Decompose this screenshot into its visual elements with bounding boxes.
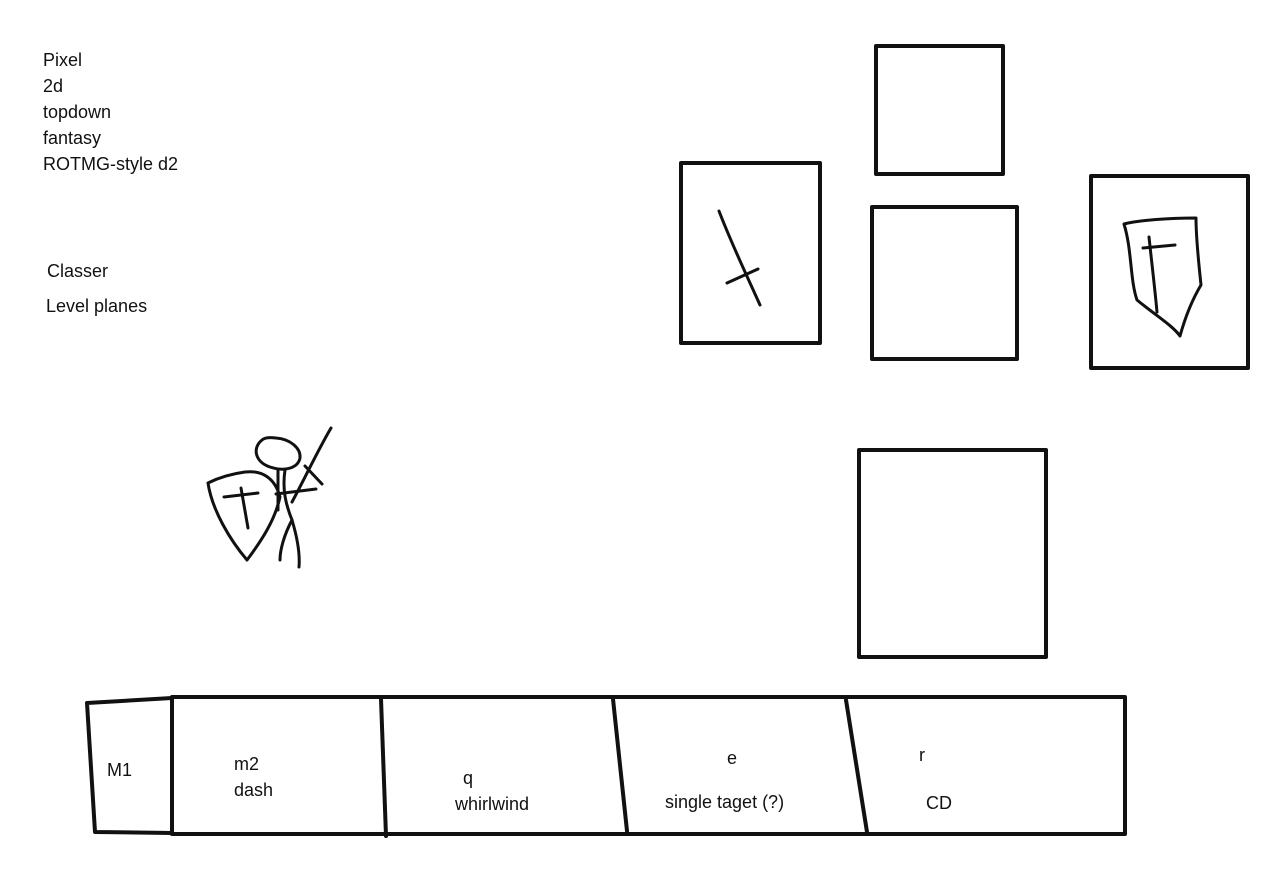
knight-with-shield-and-sword-icon	[206, 426, 333, 569]
hotbar-r-key: r	[919, 745, 925, 765]
hotbar-q-ability: whirlwind	[455, 794, 530, 814]
sword-icon	[717, 209, 762, 307]
shield-icon	[1122, 216, 1203, 338]
note-line-pixel: Pixel	[43, 50, 83, 70]
hotbar-m2-key: m2	[234, 754, 260, 774]
hotbar-m1-label[interactable]: M1	[107, 760, 133, 780]
equipment-panel	[679, 44, 1250, 659]
weapon-slot[interactable]	[679, 161, 822, 345]
hotbar-m2-ability: dash	[234, 780, 274, 800]
shield-slot[interactable]	[1089, 174, 1250, 370]
hotbar-r-ability: CD	[926, 793, 952, 813]
ability-hotbar	[85, 695, 1127, 838]
boots-slot[interactable]	[857, 448, 1048, 659]
hotbar-e-key: e	[727, 748, 738, 768]
armor-slot[interactable]	[870, 205, 1019, 361]
helmet-slot[interactable]	[874, 44, 1005, 176]
hotbar-e-ability: single taget (?)	[665, 792, 785, 812]
hotbar-q-key: q	[463, 768, 474, 788]
note-line-2d: 2d	[43, 76, 64, 96]
note-line-fantasy: fantasy	[43, 128, 102, 148]
note-line-topdown: topdown	[43, 102, 112, 122]
note-classer: Classer	[47, 261, 109, 281]
game-concept-notes: Pixel 2d topdown fantasy ROTMG-style d2	[43, 47, 178, 177]
note-line-style: ROTMG-style d2	[43, 154, 179, 174]
note-level-planes: Level planes	[46, 296, 148, 316]
